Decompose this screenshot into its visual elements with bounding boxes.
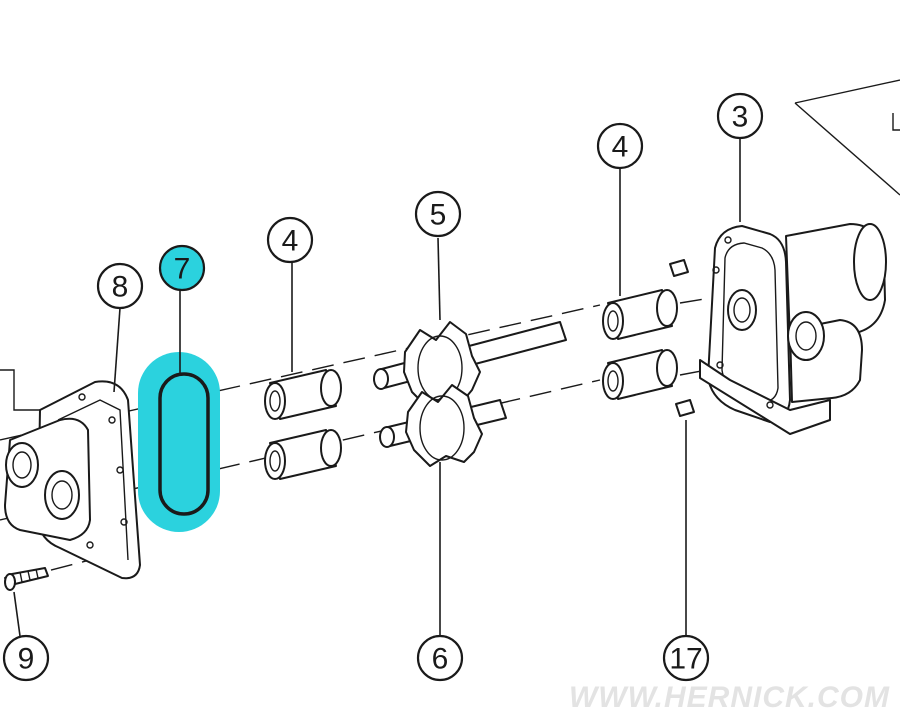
callout-5: 5 bbox=[414, 190, 462, 238]
callout-4-left: 4 bbox=[266, 216, 314, 264]
driven-gear-part-6 bbox=[379, 384, 507, 467]
callout-17: 17 bbox=[662, 634, 710, 682]
gasket-part-7 bbox=[138, 352, 220, 532]
parts-frame bbox=[794, 79, 900, 196]
svg-text:4: 4 bbox=[612, 131, 629, 164]
svg-text:17: 17 bbox=[669, 643, 702, 676]
leader-lines bbox=[13, 138, 741, 637]
callout-8: 8 bbox=[96, 262, 144, 310]
callout-4-upper: 4 bbox=[596, 122, 644, 170]
svg-text:6: 6 bbox=[432, 643, 449, 676]
svg-text:5: 5 bbox=[430, 199, 447, 232]
screw-part-9 bbox=[4, 567, 49, 591]
cover-part-8 bbox=[4, 380, 141, 580]
bushings-part-4-right bbox=[602, 289, 678, 400]
callout-3: 3 bbox=[716, 92, 764, 140]
watermark-text: WWW.HERNICK.COM bbox=[569, 681, 890, 714]
svg-text:4: 4 bbox=[282, 225, 299, 258]
pump-body-part-3 bbox=[699, 223, 887, 435]
callout-7-highlight bbox=[158, 244, 206, 292]
svg-text:9: 9 bbox=[18, 643, 35, 676]
drive-gear-part-5 bbox=[373, 321, 567, 409]
callout-9: 9 bbox=[2, 634, 50, 682]
svg-text:3: 3 bbox=[732, 101, 749, 134]
svg-text:7: 7 bbox=[174, 253, 191, 286]
callout-6: 6 bbox=[416, 634, 464, 682]
svg-text:8: 8 bbox=[112, 271, 129, 304]
dowel-pins-part-17 bbox=[669, 259, 695, 417]
bushings-part-4-left bbox=[264, 369, 342, 480]
callout-7: 7 bbox=[158, 244, 206, 292]
